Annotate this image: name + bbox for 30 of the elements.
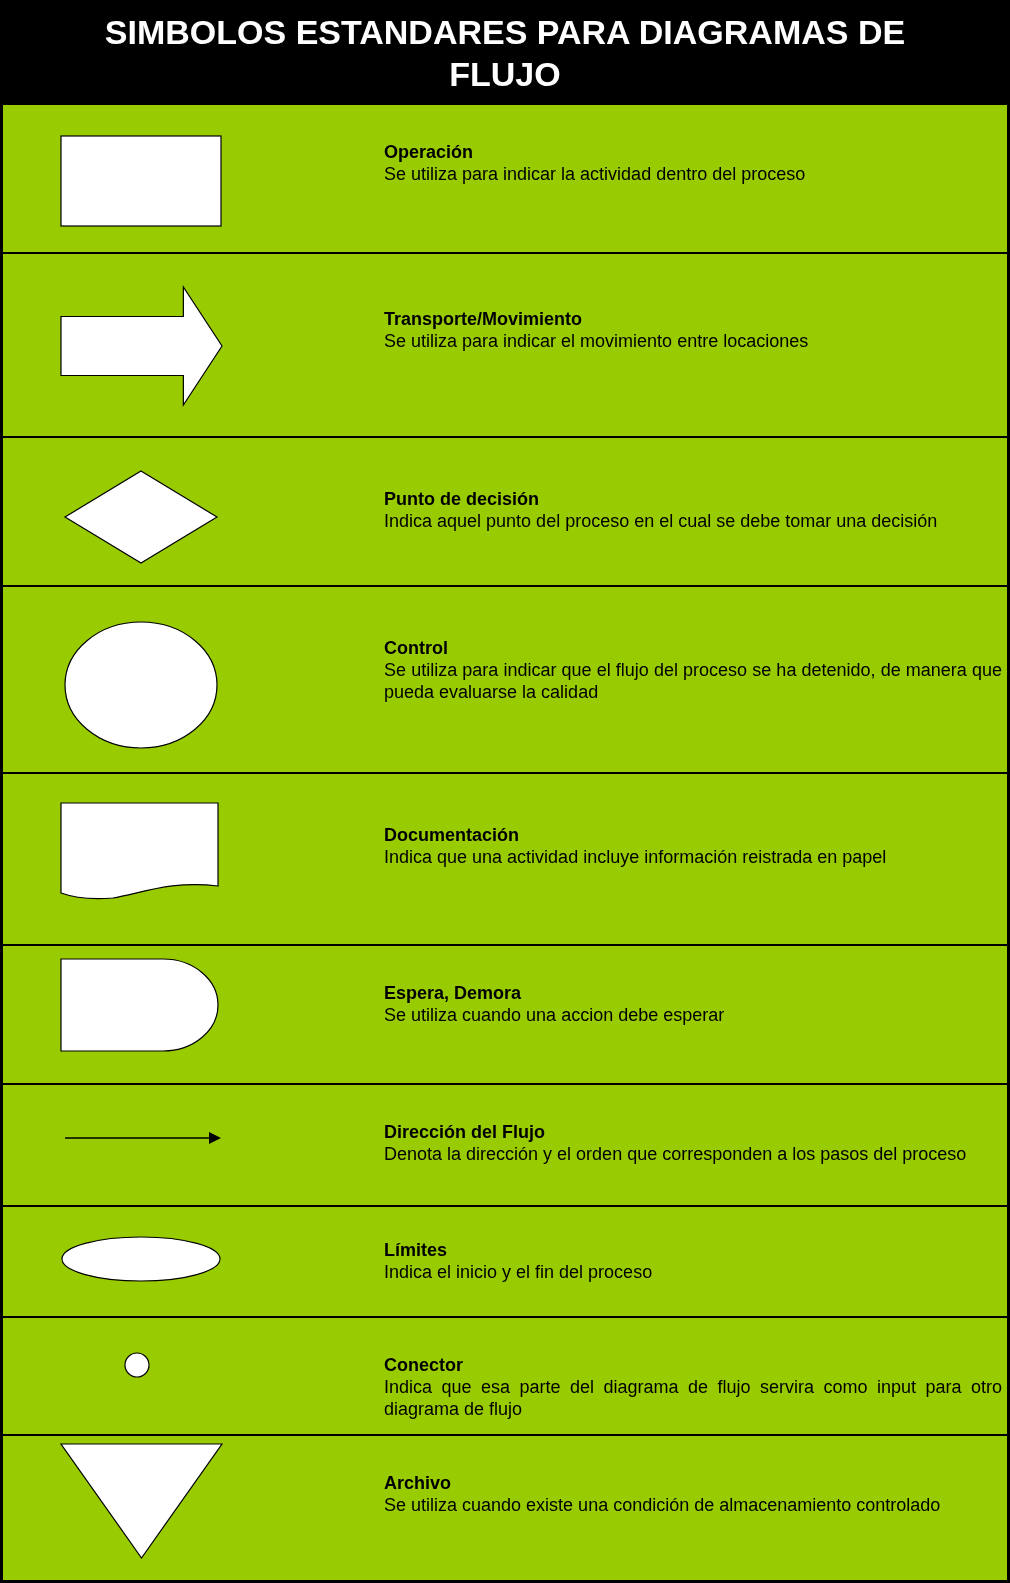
block-arrow-symbol <box>60 285 223 407</box>
symbol-description: Indica que una actividad incluye información reistrada en papel <box>384 846 888 868</box>
diamond-symbol <box>63 470 219 564</box>
symbol-description: Se utiliza para indicar la actividad dentro del proceso <box>384 163 807 185</box>
symbol-name: Archivo <box>384 1472 453 1494</box>
symbol-name: Punto de decisión <box>384 488 540 510</box>
symbol-name: Dirección del Flujo <box>384 1121 547 1143</box>
symbol-description: Se utiliza cuando existe una condición de almacenamiento controlado <box>384 1494 942 1516</box>
symbol-description: Indica que esa parte del diagrama de flujo servira como input para otro diagrama de flujo <box>384 1376 1002 1420</box>
symbol-description: Indica el inicio y el fin del proceso <box>384 1261 654 1283</box>
symbol-name: Transporte/Movimiento <box>384 308 584 330</box>
circle-symbol <box>124 1352 150 1378</box>
title-banner: SIMBOLOS ESTANDARES PARA DIAGRAMAS DE FLUJO <box>3 3 1007 103</box>
symbol-description: Denota la dirección y el orden que corresponden a los pasos del proceso <box>384 1143 968 1165</box>
symbol-description: Se utiliza para indicar que el flujo del proceso se ha detenido, de manera que pueda evaluarse la calidad <box>384 659 1002 703</box>
circle-symbol <box>64 621 218 749</box>
symbol-description: Se utiliza cuando una accion debe esperar <box>384 1004 726 1026</box>
symbol-name: Espera, Demora <box>384 982 523 1004</box>
symbol-name: Operación <box>384 141 475 163</box>
symbol-name: Límites <box>384 1239 449 1261</box>
oval-symbol <box>61 1236 221 1282</box>
document-symbol <box>60 802 219 900</box>
symbol-name: Control <box>384 637 449 659</box>
delay-symbol <box>60 958 219 1052</box>
rectangle-symbol <box>60 135 222 227</box>
symbol-name: Documentación <box>384 824 521 846</box>
symbol-description: Se utiliza para indicar el movimiento entre locaciones <box>384 330 810 352</box>
triangle-symbol <box>59 1443 224 1560</box>
symbol-description: Indica aquel punto del proceso en el cual se debe tomar una decisión <box>384 510 939 532</box>
symbol-name: Conector <box>384 1354 464 1376</box>
